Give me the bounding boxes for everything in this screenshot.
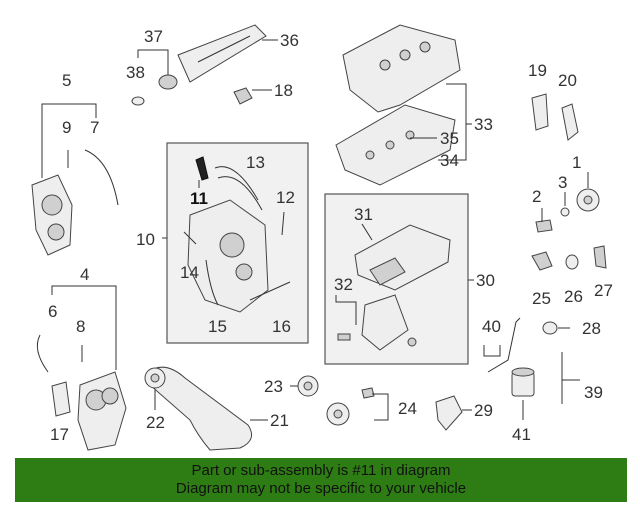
- callout-4: 4: [80, 265, 89, 284]
- callout-13: 13: [246, 153, 265, 172]
- callout-6: 6: [48, 302, 57, 321]
- callout-17: 17: [50, 425, 69, 444]
- part-11-highlight: [195, 156, 209, 181]
- callout-28: 28: [582, 319, 601, 338]
- callout-30: 30: [476, 271, 495, 290]
- timing-belt-cover-lower: [36, 285, 127, 451]
- callout-25: 25: [532, 289, 551, 308]
- callout-7: 7: [90, 118, 99, 137]
- callout-21: 21: [270, 411, 289, 430]
- bracket-part-19: [531, 93, 549, 131]
- timing-belt-cover-upper: [31, 103, 119, 256]
- callout-9: 9: [62, 118, 71, 137]
- callout-22: 22: [146, 413, 165, 432]
- callout-38: 38: [126, 63, 145, 82]
- banner-line-2: Diagram may not be specific to your vehi…: [175, 480, 467, 497]
- leader-lines: [154, 172, 589, 421]
- callout-41: 41: [512, 425, 531, 444]
- callout-35: 35: [440, 129, 459, 148]
- callout-33: 33: [474, 115, 493, 134]
- oil-filler-cap-part: [131, 49, 178, 106]
- callout-40: 40: [482, 317, 501, 336]
- pulley-part: [535, 188, 600, 233]
- sensor-part: [233, 87, 272, 105]
- timing-cover-inner: [183, 166, 291, 313]
- callout-labels: 1 2 3 4 5 6 7 8 9 10 11 12 13 14 15 16 1…: [48, 27, 613, 444]
- callout-5: 5: [62, 71, 71, 90]
- bracket-part-20: [561, 103, 579, 141]
- callout-24: 24: [398, 399, 417, 418]
- valve-cover-part: [177, 24, 278, 83]
- callout-32: 32: [334, 275, 353, 294]
- callout-31: 31: [354, 205, 373, 224]
- callout-12: 12: [276, 188, 295, 207]
- oil-filter-part: [483, 317, 580, 404]
- callout-20: 20: [558, 71, 577, 90]
- info-banner: Part or sub-assembly is #11 in diagram D…: [15, 458, 627, 502]
- banner-line-1: Part or sub-assembly is #11 in diagram: [191, 462, 451, 479]
- part-26-seal: [565, 254, 579, 270]
- callout-11: 11: [190, 189, 208, 208]
- part-28-seal: [542, 321, 558, 335]
- callout-14: 14: [180, 263, 199, 282]
- timing-belt-part: [144, 366, 253, 451]
- part-27-bracket: [593, 245, 607, 269]
- callout-15: 15: [208, 317, 227, 336]
- callout-18: 18: [274, 81, 293, 100]
- callout-29: 29: [474, 401, 493, 420]
- callout-10: 10: [136, 230, 155, 249]
- callout-34: 34: [440, 151, 459, 170]
- part-25-sensor: [531, 251, 553, 271]
- callout-19: 19: [528, 61, 547, 80]
- oil-pan-part: [335, 223, 451, 351]
- callout-1: 1: [572, 153, 581, 172]
- callout-26: 26: [564, 287, 583, 306]
- callout-39: 39: [584, 383, 603, 402]
- cylinder-head-part: [335, 24, 472, 186]
- callout-3: 3: [558, 173, 567, 192]
- callout-36: 36: [280, 31, 299, 50]
- callout-8: 8: [76, 317, 85, 336]
- callout-16: 16: [272, 317, 291, 336]
- gear-part: [297, 375, 463, 431]
- callout-23: 23: [264, 377, 283, 396]
- callout-2: 2: [532, 187, 541, 206]
- callout-27: 27: [594, 281, 613, 300]
- callout-37: 37: [144, 27, 163, 46]
